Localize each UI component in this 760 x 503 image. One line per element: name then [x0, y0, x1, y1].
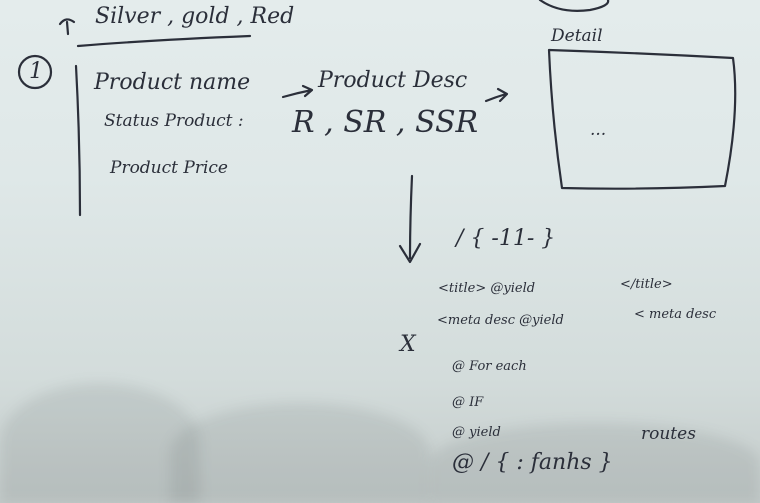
title-line-b: </title> [620, 277, 673, 292]
room-reflection-left [0, 383, 200, 503]
room-reflection-right [430, 423, 760, 503]
tiers-line: Silver , gold , Red [95, 4, 295, 29]
routes-label: routes [641, 424, 696, 444]
name-to-desc-arrow [281, 84, 314, 99]
status-values: R , SR , SSR [292, 105, 479, 140]
directive-foreach: @ For each [452, 359, 527, 374]
step-circle [17, 54, 53, 90]
cross-mark: X [400, 332, 416, 357]
product-price: Product Price [110, 158, 228, 178]
meta-line-b: < meta desc [634, 307, 717, 322]
step-number: 1 [29, 59, 43, 84]
route-title: / { -11- } [456, 226, 556, 251]
tiers-underline [76, 34, 252, 48]
detail-box [547, 48, 737, 190]
route-line: @ / { : fanhs } [452, 450, 613, 475]
down-arrow [398, 174, 422, 264]
title-line-a: <title> @yield [438, 281, 536, 296]
product-desc: Product Desc [318, 68, 468, 93]
room-reflection-center [170, 403, 430, 503]
tiers-arrow [58, 18, 76, 36]
status-label: Status Product : [104, 111, 244, 131]
directive-yield: @ yield [452, 425, 501, 440]
left-bracket [74, 64, 82, 217]
directive-if: @ IF [452, 395, 484, 410]
product-name: Product name [94, 70, 251, 95]
top-scribble [538, 0, 610, 12]
detail-dots: ... [590, 120, 607, 140]
status-arrow [484, 87, 509, 103]
meta-line-a: <meta desc @yield [437, 313, 564, 328]
detail-label: Detail [551, 26, 603, 46]
